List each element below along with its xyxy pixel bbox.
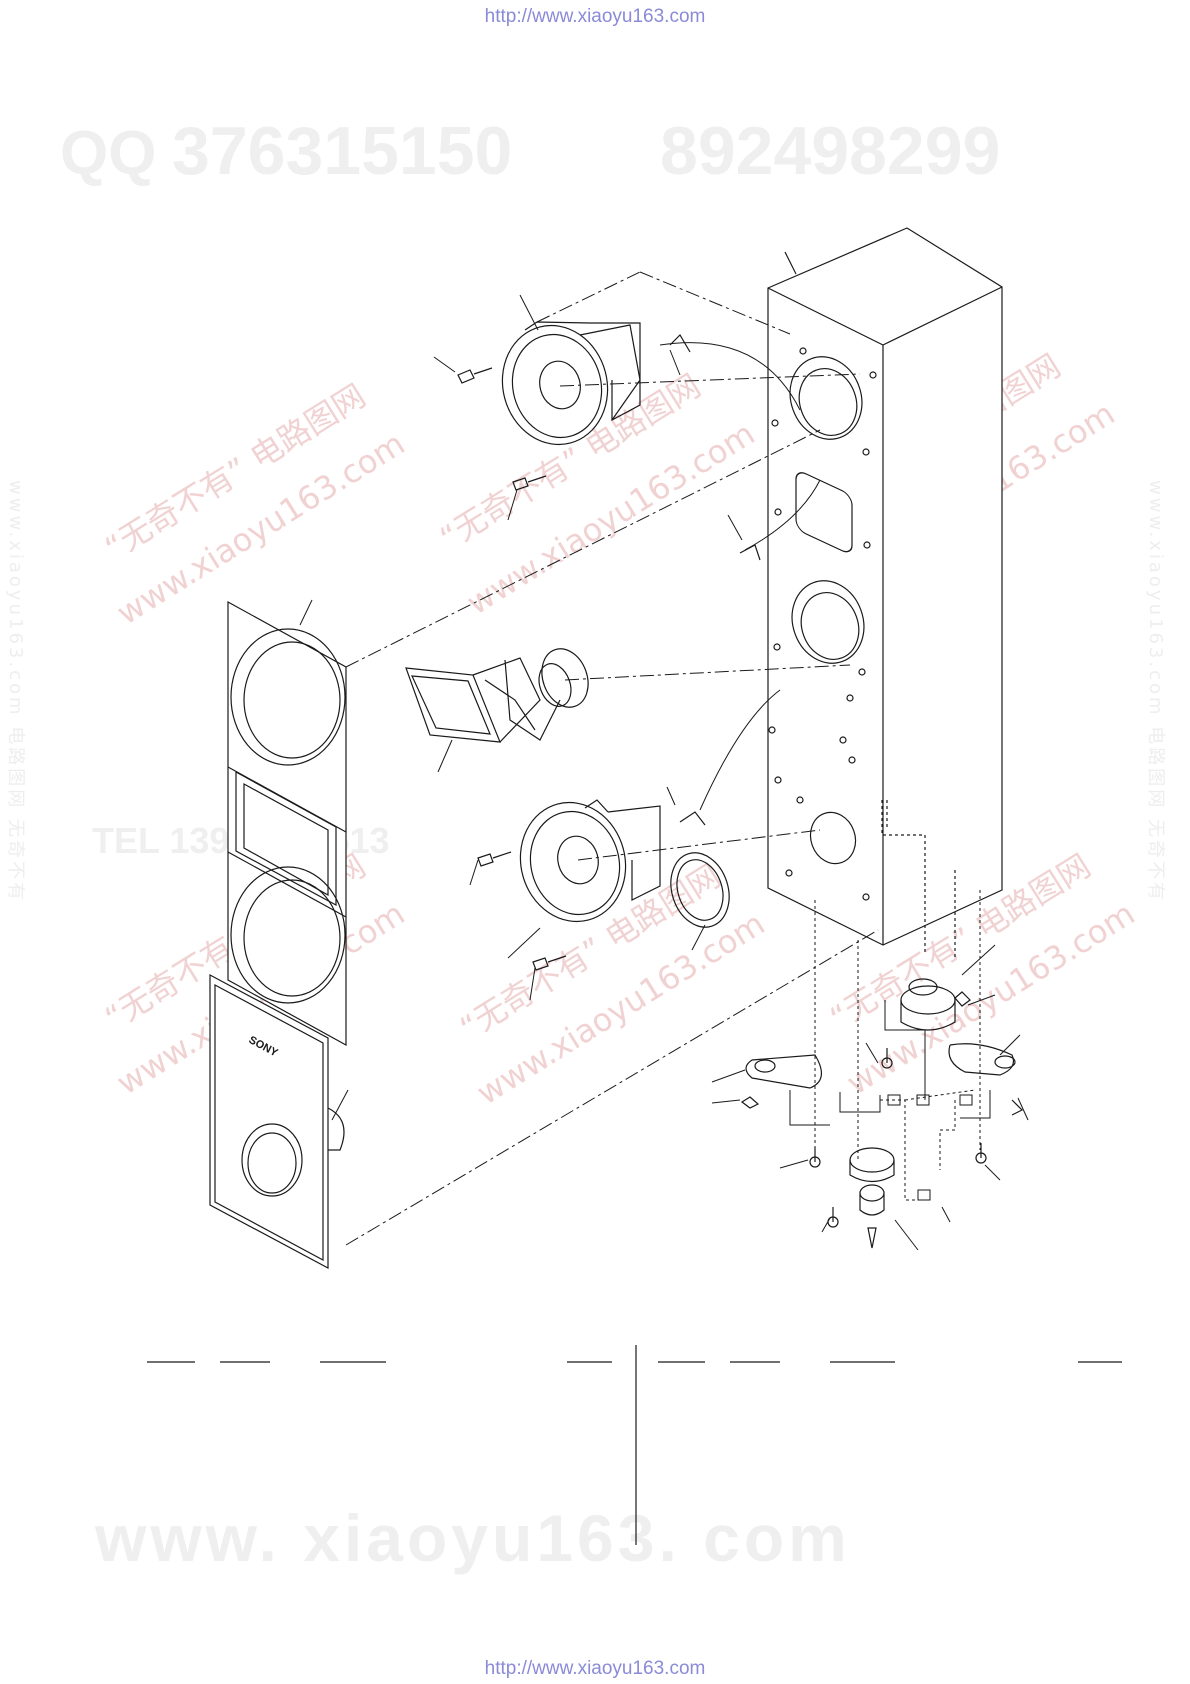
header-url-link[interactable]: http://www.xiaoyu163.com: [484, 6, 706, 27]
port-ring: [670, 852, 730, 928]
feet: [740, 978, 1024, 1249]
watermark-qq-label: QQ: [60, 119, 157, 188]
upper-woofer: [501, 321, 641, 446]
parts-table-rules: [147, 1345, 1122, 1545]
watermark-qq-number-1: 376315150: [172, 113, 513, 189]
lower-woofer: [519, 799, 661, 923]
front-baffle: [227, 600, 347, 1047]
front-grille: [209, 973, 345, 1270]
footer-url-link[interactable]: http://www.xiaoyu163.com: [484, 1658, 706, 1679]
screws: [457, 367, 987, 1228]
watermark-bottom-site: www. xiaoyu163. com: [95, 1501, 851, 1575]
tweeter-horn: [405, 648, 589, 743]
watermark-qq-number-2: 892498299: [660, 113, 1001, 189]
cabinet: [767, 227, 1003, 958]
